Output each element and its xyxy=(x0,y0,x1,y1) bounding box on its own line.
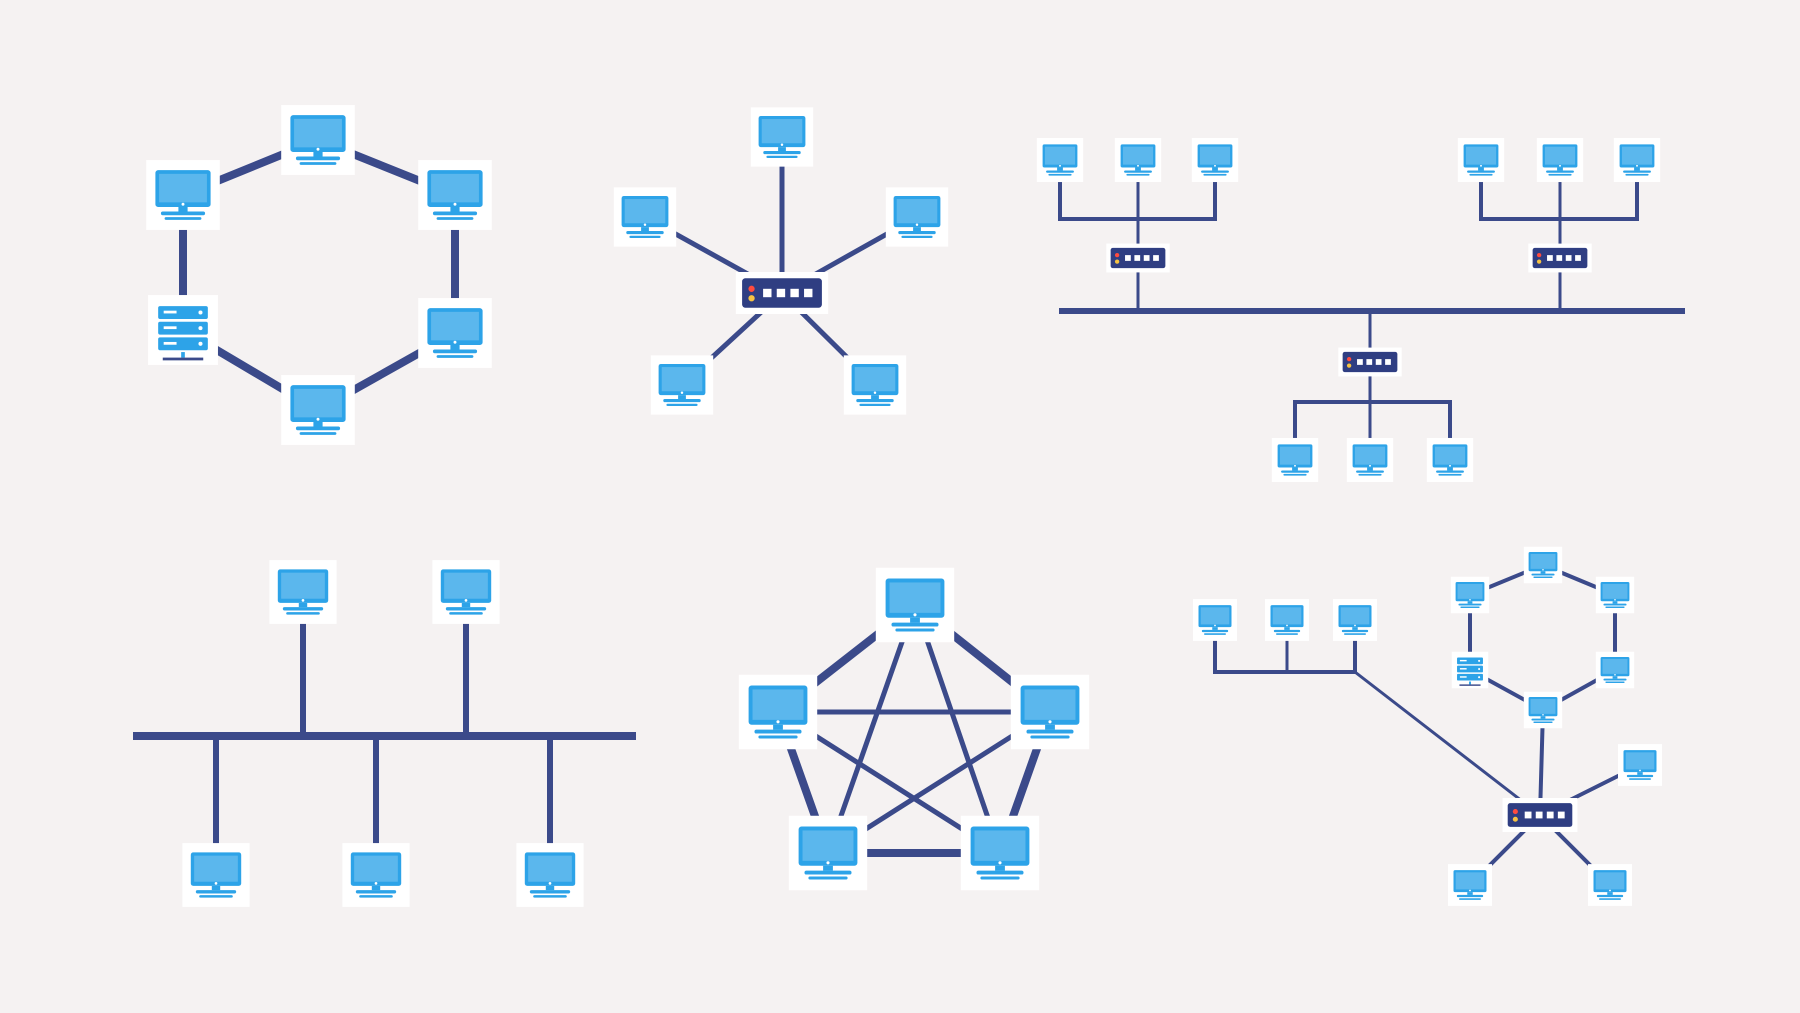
star-workstation[interactable] xyxy=(650,355,714,415)
tree-workstation[interactable] xyxy=(1114,137,1162,183)
bus-workstation[interactable] xyxy=(269,560,337,624)
tree-workstation[interactable] xyxy=(1457,137,1505,183)
tree-workstation[interactable] xyxy=(1346,437,1394,483)
star-workstation[interactable] xyxy=(750,107,814,167)
ring-workstation[interactable] xyxy=(418,160,492,230)
links-layer xyxy=(133,134,1685,888)
tree-switch[interactable] xyxy=(1106,243,1170,273)
nodes-layer xyxy=(146,105,1662,907)
tree-workstation[interactable] xyxy=(1191,137,1239,183)
bus-workstation[interactable] xyxy=(516,843,584,907)
ring-server[interactable] xyxy=(148,295,218,365)
ring-workstation[interactable] xyxy=(418,298,492,368)
star-workstation[interactable] xyxy=(885,187,949,247)
bus-workstation[interactable] xyxy=(432,560,500,624)
hybrid-workstation[interactable] xyxy=(1333,599,1377,641)
hybrid-star-workstation[interactable] xyxy=(1618,744,1662,786)
ring-workstation[interactable] xyxy=(146,160,220,230)
hybrid-bus-link xyxy=(1213,620,1357,674)
bus-workstation[interactable] xyxy=(342,843,410,907)
hybrid-workstation[interactable] xyxy=(1193,599,1237,641)
tree-workstation[interactable] xyxy=(1036,137,1084,183)
mesh-workstation[interactable] xyxy=(788,815,868,891)
star-switch[interactable] xyxy=(735,272,829,314)
star-workstation[interactable] xyxy=(843,355,907,415)
hybrid-switch[interactable] xyxy=(1502,798,1578,832)
tree-workstation[interactable] xyxy=(1426,437,1474,483)
star-workstation[interactable] xyxy=(613,187,677,247)
mesh-workstation[interactable] xyxy=(738,674,818,750)
tree-switch[interactable] xyxy=(1338,347,1402,377)
mesh-workstation[interactable] xyxy=(875,567,955,643)
tree-workstation[interactable] xyxy=(1613,137,1661,183)
mesh-link xyxy=(911,601,1004,857)
tree-workstation[interactable] xyxy=(1536,137,1584,183)
hybrid-link xyxy=(1352,669,1543,818)
mesh-workstation[interactable] xyxy=(1010,674,1090,750)
hybrid-star-workstation[interactable] xyxy=(1448,864,1492,906)
hybrid-ring-workstation[interactable] xyxy=(1595,576,1635,614)
mesh-workstation[interactable] xyxy=(960,815,1040,891)
hybrid-ring-workstation[interactable] xyxy=(1595,651,1635,689)
ring-workstation[interactable] xyxy=(281,105,355,175)
hybrid-star-workstation[interactable] xyxy=(1588,864,1632,906)
mesh-link xyxy=(824,601,919,857)
hybrid-ring-workstation[interactable] xyxy=(1450,576,1490,614)
tree-link xyxy=(1293,400,1452,460)
tree-switch[interactable] xyxy=(1528,243,1592,273)
hybrid-ring-workstation[interactable] xyxy=(1523,691,1563,729)
ring-workstation[interactable] xyxy=(281,375,355,445)
hybrid-workstation[interactable] xyxy=(1265,599,1309,641)
bus-workstation[interactable] xyxy=(182,843,250,907)
tree-workstation[interactable] xyxy=(1271,437,1319,483)
hybrid-ring-workstation[interactable] xyxy=(1523,546,1563,584)
hybrid-server[interactable] xyxy=(1451,651,1489,689)
